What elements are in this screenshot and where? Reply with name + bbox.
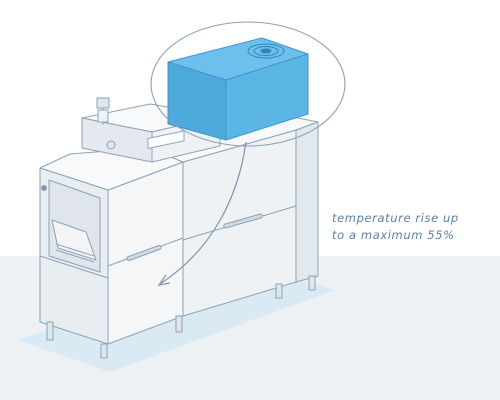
rear-section-side (295, 121, 319, 283)
annotation-line-2: to a maximum 55% (332, 228, 455, 242)
heat-unit-side (225, 53, 309, 141)
annotation-line-1: temperature rise up (332, 211, 459, 225)
control-box-side (81, 117, 153, 163)
side-knob (41, 185, 47, 191)
beacon-head (96, 97, 110, 109)
leg-1 (46, 321, 54, 341)
door-handle-left (126, 245, 162, 261)
left-panel-seam (39, 255, 109, 279)
leg-2 (100, 343, 108, 359)
leg-3 (175, 315, 183, 333)
control-dial (106, 140, 116, 150)
fan-grille-icon (247, 43, 285, 59)
arrow-head (157, 274, 171, 286)
curved-arrow-icon (159, 141, 247, 285)
door-handle-right (223, 213, 263, 229)
leg-4 (275, 283, 283, 299)
leg-5 (308, 275, 316, 291)
loading-hood (51, 219, 97, 261)
control-panel (147, 130, 185, 150)
magnifier-ellipse-icon (150, 21, 346, 147)
